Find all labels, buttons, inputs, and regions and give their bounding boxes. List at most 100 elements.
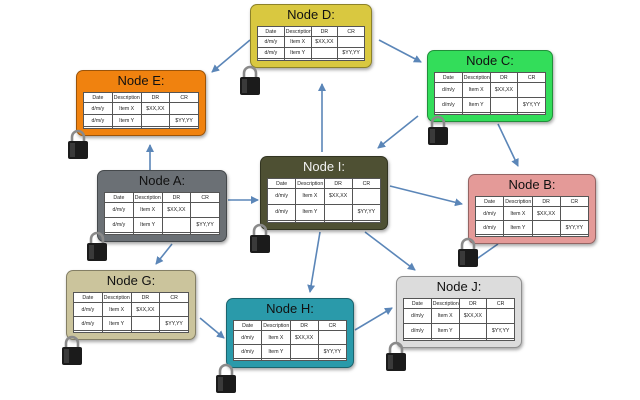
ledger-cell: Item X xyxy=(295,188,325,205)
ledger-cell: $YY,YY xyxy=(351,203,382,221)
ledger-header-cell: Description xyxy=(261,320,291,331)
ledger-cell: Item X xyxy=(430,308,460,324)
ledger-cell: $YY,YY xyxy=(517,96,546,113)
ledger-header-cell: DR xyxy=(323,178,353,189)
ledger-cell xyxy=(140,114,171,128)
ledger-cell: $YY,YY xyxy=(169,114,199,128)
padlock-icon xyxy=(248,222,272,254)
ledger-cell: Item X xyxy=(111,101,142,116)
ledger-header-cell: Date xyxy=(104,192,134,203)
ledger-header-cell: CR xyxy=(169,92,199,103)
node-title: Node J: xyxy=(436,279,482,294)
ledger-cell: $YY,YY xyxy=(559,220,590,235)
ledger-cell: d/m/y xyxy=(434,96,463,113)
ledger-header-cell: Date xyxy=(232,320,263,331)
ledger-header-cell: DR xyxy=(130,292,161,303)
padlock-icon xyxy=(66,128,90,160)
arrow-connector xyxy=(497,123,519,167)
ledger-header-cell: Description xyxy=(111,92,142,103)
ledger-cell: $YY,YY xyxy=(190,216,220,233)
ledger-cell: d/m/y xyxy=(257,35,285,49)
arrow-connector xyxy=(378,39,422,63)
ledger-cell: Item Y xyxy=(101,316,132,331)
ledger-cell: Item Y xyxy=(283,47,312,60)
ledger-cell xyxy=(351,188,382,205)
padlock-icon xyxy=(60,334,84,366)
node-title: Node H: xyxy=(266,301,314,316)
ledger-cell xyxy=(337,35,365,49)
ledger-header-cell: DR xyxy=(531,196,561,207)
ledger-cell xyxy=(517,82,546,98)
ledger-cell: d/m/y xyxy=(73,302,103,317)
ledger-empty-row xyxy=(83,126,199,129)
ledger-header-cell: DR xyxy=(458,298,488,309)
ledger-cell: Item X xyxy=(503,206,533,221)
arrow-connector xyxy=(364,231,416,271)
ledger-cell: $XX,XX xyxy=(310,35,339,49)
ledger-cell: d/m/y xyxy=(232,344,263,359)
ledger-cell xyxy=(458,322,488,339)
ledger-cell: $XX,XX xyxy=(161,202,192,218)
ledger-empty-row xyxy=(104,231,220,236)
ledger-cell: d/m/y xyxy=(266,203,297,221)
ledger-header-cell: Description xyxy=(132,192,163,203)
node-title: Node B: xyxy=(508,177,556,192)
ledger-header-cell: CR xyxy=(559,196,590,207)
node-title: Node G: xyxy=(106,273,156,288)
arrow-connector xyxy=(199,317,225,339)
ledger-empty-row xyxy=(266,219,382,224)
arrow-connector xyxy=(307,231,321,293)
ledger-cell xyxy=(489,96,519,113)
arrow-connector xyxy=(211,39,251,73)
ledger-cell: $YY,YY xyxy=(317,344,348,359)
padlock-icon xyxy=(384,340,408,372)
padlock-icon xyxy=(238,64,262,96)
ledger-cell: Item Y xyxy=(430,322,460,339)
ledger-cell: d/m/y xyxy=(104,202,134,218)
node-title: Node C: xyxy=(466,53,514,68)
ledger-cell: d/m/y xyxy=(474,206,505,221)
ledger-cell: d/m/y xyxy=(83,114,113,128)
ledger-cell: d/m/y xyxy=(474,220,505,235)
ledger-header-cell: CR xyxy=(486,298,515,309)
ledger-cell: Item Y xyxy=(503,220,533,235)
padlock-icon xyxy=(426,114,450,146)
ledger-cell: Item X xyxy=(283,35,312,49)
ledger-header-cell: DR xyxy=(289,320,319,331)
node-title: Node D: xyxy=(287,7,335,22)
ledger-cell xyxy=(159,302,189,317)
ledger-cell xyxy=(317,330,348,345)
ledger-header-cell: DR xyxy=(161,192,192,203)
ledger-cell: d/m/y xyxy=(403,322,432,339)
ledger-empty-row xyxy=(403,337,515,342)
ledger-cell: $XX,XX xyxy=(458,308,488,324)
ledger-header-cell: Date xyxy=(73,292,103,303)
ledger-cell: $XX,XX xyxy=(140,101,171,116)
ledger-header-cell: CR xyxy=(337,26,365,37)
